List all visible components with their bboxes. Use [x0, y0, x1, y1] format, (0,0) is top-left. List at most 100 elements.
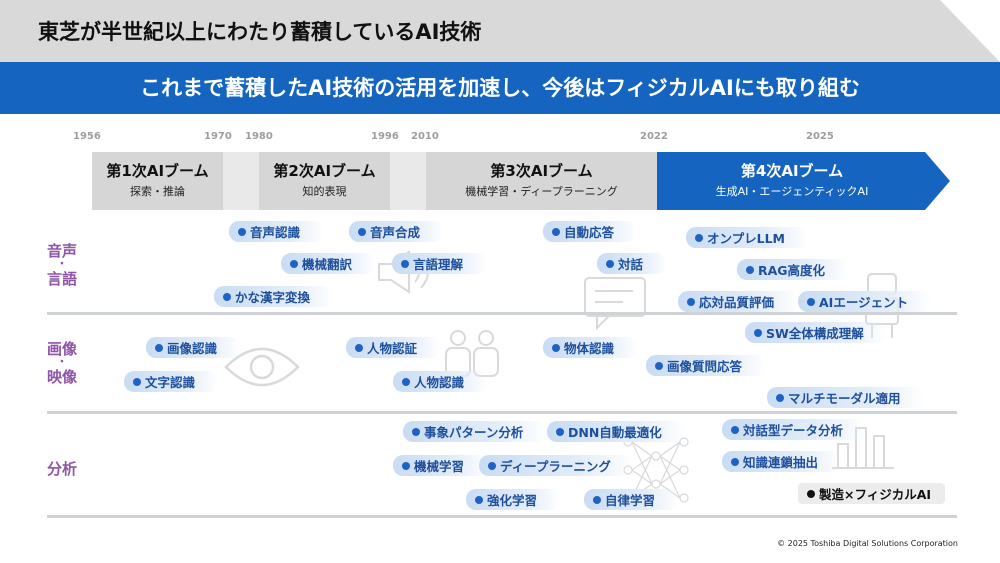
- era-gap: [223, 152, 259, 210]
- tech-label: AIエージェント: [819, 295, 909, 310]
- era-subtitle: 知的表現: [302, 185, 347, 198]
- tech-pill: AIエージェント: [798, 291, 933, 312]
- tech-pill: 人物認識: [393, 371, 489, 392]
- tech-pill: 応対品質評価: [678, 291, 799, 312]
- era-arrow-shape: [657, 152, 950, 210]
- bullet-icon: [401, 259, 409, 268]
- category-label: 言語: [47, 270, 78, 288]
- tech-pill-highlight: 製造×フィジカルAI: [798, 483, 946, 504]
- bullet-icon: [475, 495, 483, 504]
- tech-pill: 強化学習: [466, 489, 562, 510]
- bullet-icon: [552, 227, 560, 236]
- headline-banner: これまで蓄積したAI技術の活用を加速し、今後はフィジカルAIにも取り組む: [0, 62, 1000, 114]
- tech-pill: マルチモーダル適用: [767, 387, 925, 408]
- tech-label: 文字認識: [145, 375, 196, 390]
- tech-pill: 機械学習: [393, 455, 489, 476]
- category-separator: ・: [57, 357, 67, 368]
- bullet-icon: [687, 297, 695, 306]
- tech-label: DNN自動最適化: [568, 425, 662, 440]
- tech-label: オンプレLLM: [707, 231, 785, 246]
- bullet-icon: [593, 495, 601, 504]
- bullet-icon: [731, 457, 739, 466]
- era-name: 第1次AIブーム: [106, 162, 209, 180]
- tech-label: 言語理解: [413, 257, 464, 272]
- category-label: 画像: [47, 340, 78, 358]
- tech-label: RAG高度化: [758, 263, 826, 278]
- tech-pill: 言語理解: [392, 253, 488, 274]
- tech-label: 物体認識: [564, 341, 615, 356]
- slide-title: 東芝が半世紀以上にわたり蓄積しているAI技術: [38, 20, 482, 44]
- bullet-icon: [402, 461, 410, 470]
- eye-icon: [224, 347, 300, 387]
- bullet-icon: [776, 393, 784, 402]
- tech-pill: 人物認証: [346, 337, 442, 358]
- bullet-icon: [412, 427, 420, 436]
- bullet-icon: [223, 292, 231, 301]
- tech-pill: 音声認識: [229, 221, 325, 242]
- tech-pill: RAG高度化: [737, 259, 850, 280]
- category-label: 映像: [47, 368, 78, 386]
- tech-label: 音声認識: [250, 225, 301, 240]
- year-label: 2025: [806, 131, 834, 142]
- tech-label: 画像質問応答: [667, 359, 743, 374]
- chat-bubble-icon: [584, 277, 646, 331]
- tech-pill: 画像質問応答: [646, 355, 767, 376]
- category-separator: ・: [57, 259, 67, 270]
- tech-label: 知識連鎖抽出: [743, 455, 819, 470]
- bullet-icon: [731, 425, 739, 434]
- tech-label: 自律学習: [605, 493, 656, 508]
- tech-pill: ディープラーニング: [479, 455, 635, 476]
- tech-pill: 対話: [597, 253, 668, 274]
- era-subtitle: 生成AI・エージェンティックAI: [715, 185, 869, 198]
- tech-pill: かな漢字変換: [214, 286, 335, 307]
- era-block: 第2次AIブーム 知的表現: [259, 152, 390, 210]
- tech-label: 製造×フィジカルAI: [819, 487, 932, 502]
- year-label: 1956: [73, 131, 101, 142]
- tech-label: かな漢字変換: [235, 290, 311, 305]
- era-subtitle: 機械学習・ディープラーニング: [465, 185, 618, 198]
- tech-label: 人物認識: [414, 375, 465, 390]
- tech-label: 人物認証: [367, 341, 418, 356]
- category-label: 分析: [47, 460, 78, 478]
- tech-label: 機械学習: [414, 459, 465, 474]
- tech-label: 対話: [618, 257, 644, 272]
- bullet-icon: [488, 461, 496, 470]
- tech-label: 機械翻訳: [302, 257, 353, 272]
- era-gap: [390, 152, 426, 210]
- bullet-icon: [606, 259, 614, 268]
- tech-label: 強化学習: [487, 493, 538, 508]
- tech-pill: 画像認識: [146, 337, 242, 358]
- tech-label: 音声合成: [370, 225, 421, 240]
- tech-pill: 文字認識: [124, 371, 220, 392]
- tech-pill: 知識連鎖抽出: [722, 451, 843, 472]
- year-label: 1996: [371, 131, 399, 142]
- era-name: 第3次AIブーム: [490, 162, 593, 180]
- bullet-icon: [552, 343, 560, 352]
- copyright: © 2025 Toshiba Digital Solutions Corpora…: [777, 539, 958, 548]
- bullet-icon: [155, 343, 163, 352]
- era-block-current: 第4次AIブーム 生成AI・エージェンティックAI: [657, 152, 950, 210]
- tech-label: 事象パターン分析: [424, 425, 524, 440]
- title-bar-corner: [940, 0, 1000, 62]
- tech-label: 対話型データ分析: [743, 423, 844, 438]
- tech-label: 画像認識: [167, 341, 218, 356]
- bullet-icon: [402, 377, 410, 386]
- tech-pill: 音声合成: [349, 221, 445, 242]
- tech-pill: 物体認識: [543, 337, 639, 358]
- year-label: 1980: [245, 131, 273, 142]
- tech-pill: SW全体構成理解: [745, 322, 888, 343]
- category-analysis: 分析: [47, 460, 77, 478]
- bullet-icon: [807, 297, 815, 306]
- category-speech-language: 音声 ・ 言語: [47, 242, 77, 288]
- section-divider: [47, 411, 957, 414]
- category-label: 音声: [47, 242, 78, 260]
- section-divider: [47, 312, 957, 315]
- tech-pill: DNN自動最適化: [547, 421, 686, 442]
- tech-label: マルチモーダル適用: [788, 391, 901, 406]
- tech-pill: 対話型データ分析: [722, 419, 868, 440]
- tech-label: 自動応答: [564, 225, 615, 240]
- bullet-icon: [290, 259, 298, 268]
- tech-pill: 機械翻訳: [281, 253, 377, 274]
- tech-label: SW全体構成理解: [766, 326, 864, 341]
